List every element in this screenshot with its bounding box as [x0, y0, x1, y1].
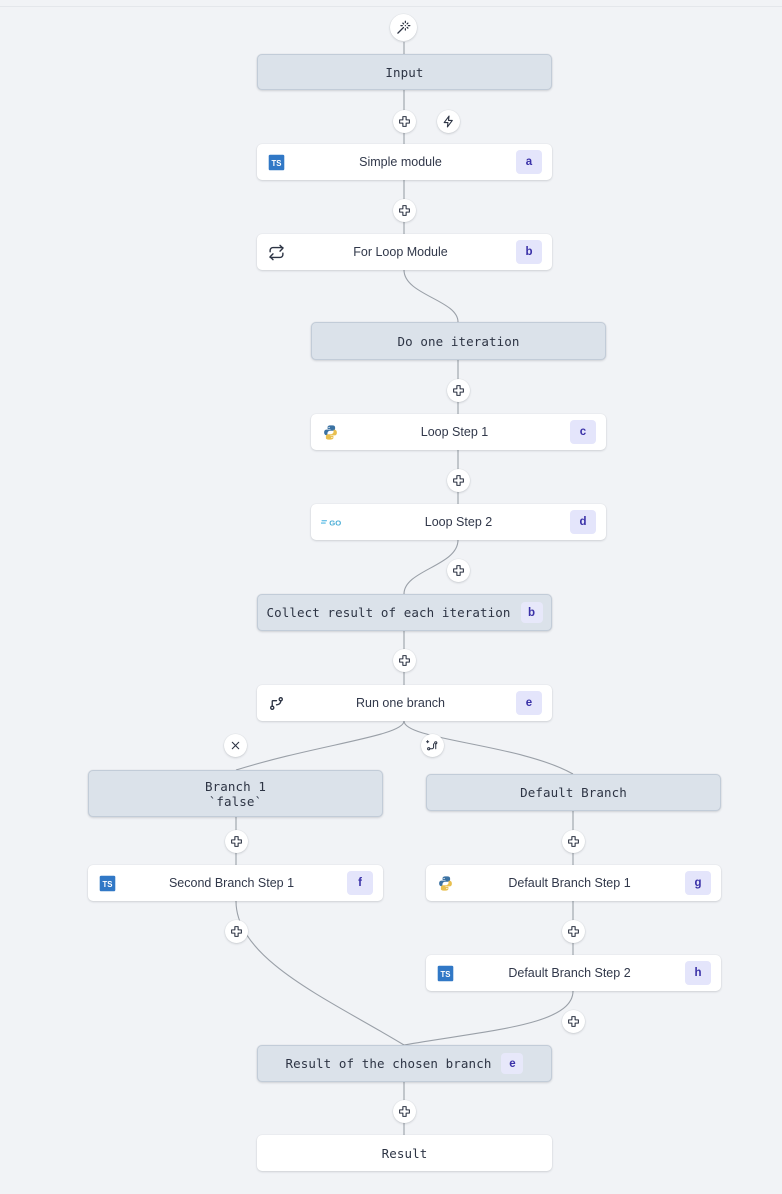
add-step-button-3[interactable] — [447, 379, 470, 402]
node-collect-result[interactable]: Collect result of each iteration b — [257, 594, 552, 631]
node-do-one-iteration-label: Do one iteration — [397, 333, 520, 349]
node-do-one-iteration[interactable]: Do one iteration — [311, 322, 606, 360]
node-result-of-chosen-branch[interactable]: Result of the chosen branch e — [257, 1045, 552, 1082]
plus-icon — [568, 926, 579, 937]
node-branch-1-label-line1: Branch 1 — [204, 778, 266, 794]
add-step-button-4[interactable] — [447, 469, 470, 492]
node-second-branch-step-1-label: Second Branch Step 1 — [168, 876, 295, 890]
node-loop-step-2-label: Loop Step 2 — [424, 515, 493, 529]
add-step-button-11[interactable] — [562, 1010, 585, 1033]
node-for-loop-module[interactable]: For Loop Module b — [257, 234, 552, 270]
python-icon — [321, 423, 339, 441]
node-simple-module[interactable]: TS Simple module a — [257, 144, 552, 180]
delete-branch-button[interactable] — [224, 734, 247, 757]
node-loop-step-2[interactable]: GO Loop Step 2 d — [311, 504, 606, 540]
node-loop-step-1-label: Loop Step 1 — [420, 425, 489, 439]
node-default-branch-step-2-badge: h — [685, 961, 711, 985]
add-step-button-8[interactable] — [562, 830, 585, 853]
node-default-branch-step-1-badge: g — [685, 871, 711, 895]
python-icon — [436, 874, 454, 892]
svg-text:GO: GO — [329, 518, 341, 527]
node-default-branch-label: Default Branch — [520, 785, 627, 800]
plus-icon — [453, 475, 464, 486]
node-for-loop-module-badge: b — [516, 240, 542, 264]
plus-icon — [399, 116, 410, 127]
node-input-label: Input — [385, 64, 424, 80]
node-input[interactable]: Input — [257, 54, 552, 90]
node-default-branch-step-1[interactable]: Default Branch Step 1 g — [426, 865, 721, 901]
node-default-branch[interactable]: Default Branch — [426, 774, 721, 811]
go-icon: GO — [321, 513, 347, 531]
node-loop-step-1-badge: c — [570, 420, 596, 444]
git-branch-icon — [267, 694, 285, 712]
node-result-of-chosen-branch-label: Result of the chosen branch — [285, 1056, 492, 1071]
plus-icon — [568, 1016, 579, 1027]
node-result-label: Result — [381, 1145, 428, 1161]
typescript-icon: TS — [267, 153, 285, 171]
node-branch-1-label-line2: `false` — [208, 793, 263, 809]
top-divider — [0, 6, 782, 7]
add-trigger-button[interactable] — [437, 110, 460, 133]
plus-icon — [568, 836, 579, 847]
plus-icon — [453, 565, 464, 576]
add-step-button-12[interactable] — [393, 1100, 416, 1123]
node-run-one-branch-badge: e — [516, 691, 542, 715]
close-icon — [231, 741, 240, 750]
node-branch-1[interactable]: Branch 1 `false` — [88, 770, 383, 817]
plus-icon — [231, 926, 242, 937]
add-step-button-5[interactable] — [447, 559, 470, 582]
node-for-loop-module-label: For Loop Module — [353, 245, 448, 259]
node-default-branch-step-2-label: Default Branch Step 2 — [508, 966, 631, 980]
plus-icon — [453, 385, 464, 396]
plus-icon — [399, 655, 410, 666]
node-result-of-chosen-branch-badge: e — [501, 1053, 524, 1074]
typescript-icon: TS — [98, 874, 116, 892]
repeat-icon — [267, 243, 285, 261]
branch-plus-icon — [426, 740, 438, 751]
node-collect-result-badge: b — [520, 602, 543, 623]
node-loop-step-2-badge: d — [570, 510, 596, 534]
add-branch-button[interactable] — [421, 734, 444, 757]
node-result[interactable]: Result — [257, 1135, 552, 1171]
magic-wand-icon — [397, 20, 411, 34]
svg-text:TS: TS — [440, 970, 450, 979]
node-simple-module-badge: a — [516, 150, 542, 174]
node-loop-step-1[interactable]: Loop Step 1 c — [311, 414, 606, 450]
add-step-button-7[interactable] — [225, 830, 248, 853]
svg-text:TS: TS — [102, 880, 112, 889]
node-run-one-branch[interactable]: Run one branch e — [257, 685, 552, 721]
svg-text:TS: TS — [271, 159, 281, 168]
node-collect-result-label: Collect result of each iteration — [266, 605, 511, 620]
add-step-button-6[interactable] — [393, 649, 416, 672]
add-step-button-2[interactable] — [393, 199, 416, 222]
add-step-button-9[interactable] — [225, 920, 248, 943]
node-run-one-branch-label: Run one branch — [356, 696, 445, 710]
plus-icon — [399, 205, 410, 216]
magic-wand-button[interactable] — [390, 14, 417, 41]
lightning-bolt-icon — [443, 115, 453, 128]
node-second-branch-step-1[interactable]: TS Second Branch Step 1 f — [88, 865, 383, 901]
node-default-branch-step-2[interactable]: TS Default Branch Step 2 h — [426, 955, 721, 991]
add-step-button-10[interactable] — [562, 920, 585, 943]
node-second-branch-step-1-badge: f — [347, 871, 373, 895]
node-default-branch-step-1-label: Default Branch Step 1 — [508, 876, 631, 890]
typescript-icon: TS — [436, 964, 454, 982]
add-step-button-1[interactable] — [393, 110, 416, 133]
node-simple-module-label: Simple module — [359, 155, 442, 169]
plus-icon — [231, 836, 242, 847]
plus-icon — [399, 1106, 410, 1117]
